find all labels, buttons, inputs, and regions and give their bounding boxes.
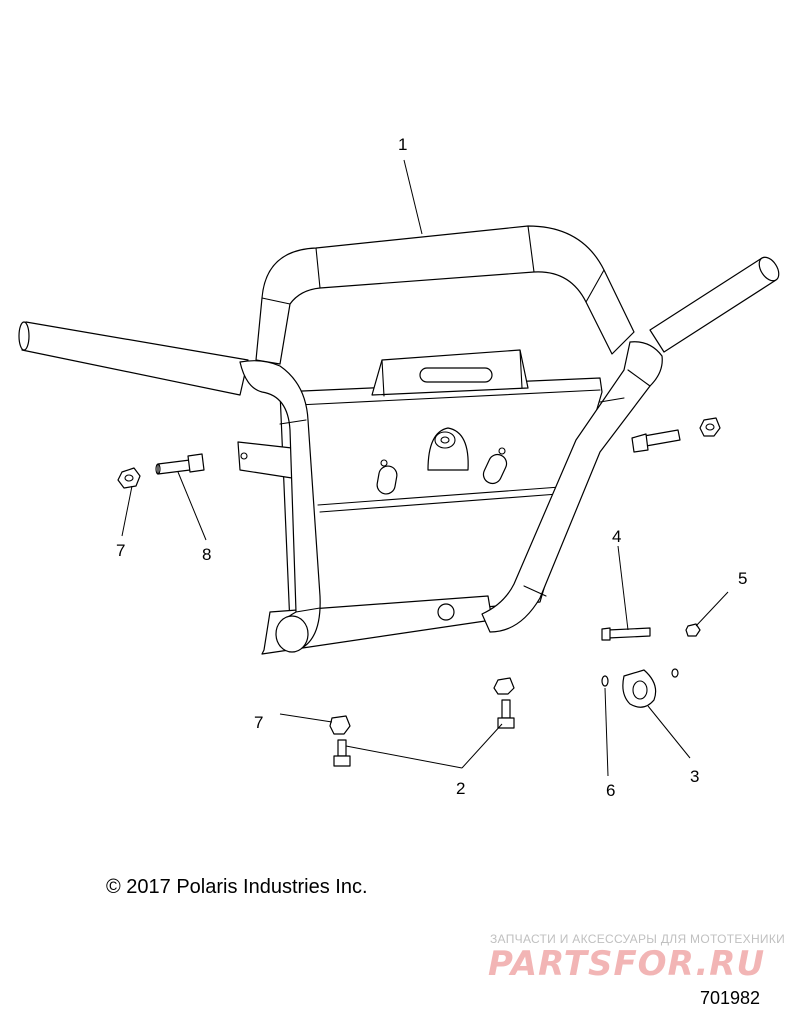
bolt-2-right [493, 677, 515, 729]
callout-2: 2 [456, 779, 465, 798]
nut-right-upper [699, 417, 721, 437]
bolt-4 [601, 627, 651, 641]
bumper-down-tube-right [481, 341, 663, 633]
callout-4: 4 [612, 527, 621, 546]
bumper-tube-right-extension [649, 256, 780, 353]
callout-5: 5 [738, 569, 747, 588]
bolt-2-left [329, 715, 351, 767]
bumper-tube-left-extension [18, 321, 249, 396]
watermark-logo: PARTSFOR.RU [488, 944, 766, 984]
bumper-mount-bracket-left [237, 441, 293, 479]
nut-7-upper [117, 467, 141, 489]
callout-1: 1 [398, 135, 407, 154]
callout-7-upper: 7 [116, 541, 125, 560]
copyright-notice: © 2017 Polaris Industries Inc. [106, 876, 368, 898]
nut-5 [685, 623, 701, 637]
callout-6: 6 [606, 781, 615, 800]
bumper-down-tube-left [239, 360, 321, 653]
bumper-skid-plate [279, 349, 603, 626]
callout-3: 3 [690, 767, 699, 786]
tow-hook-3 [622, 668, 679, 708]
bumper-hoop-tube [255, 225, 635, 365]
watermark-tagline: ЗАПЧАСТИ И АКСЕССУАРЫ ДЛЯ МОТОТЕХНИКИ [490, 932, 786, 946]
bolt-8 [155, 453, 205, 475]
leader-lines [121, 159, 729, 777]
washer-6 [601, 675, 609, 687]
callout-7-lower: 7 [254, 713, 263, 732]
callout-8: 8 [202, 545, 211, 564]
bolt-right-upper [631, 429, 681, 453]
diagram-id: 701982 [700, 988, 761, 1008]
